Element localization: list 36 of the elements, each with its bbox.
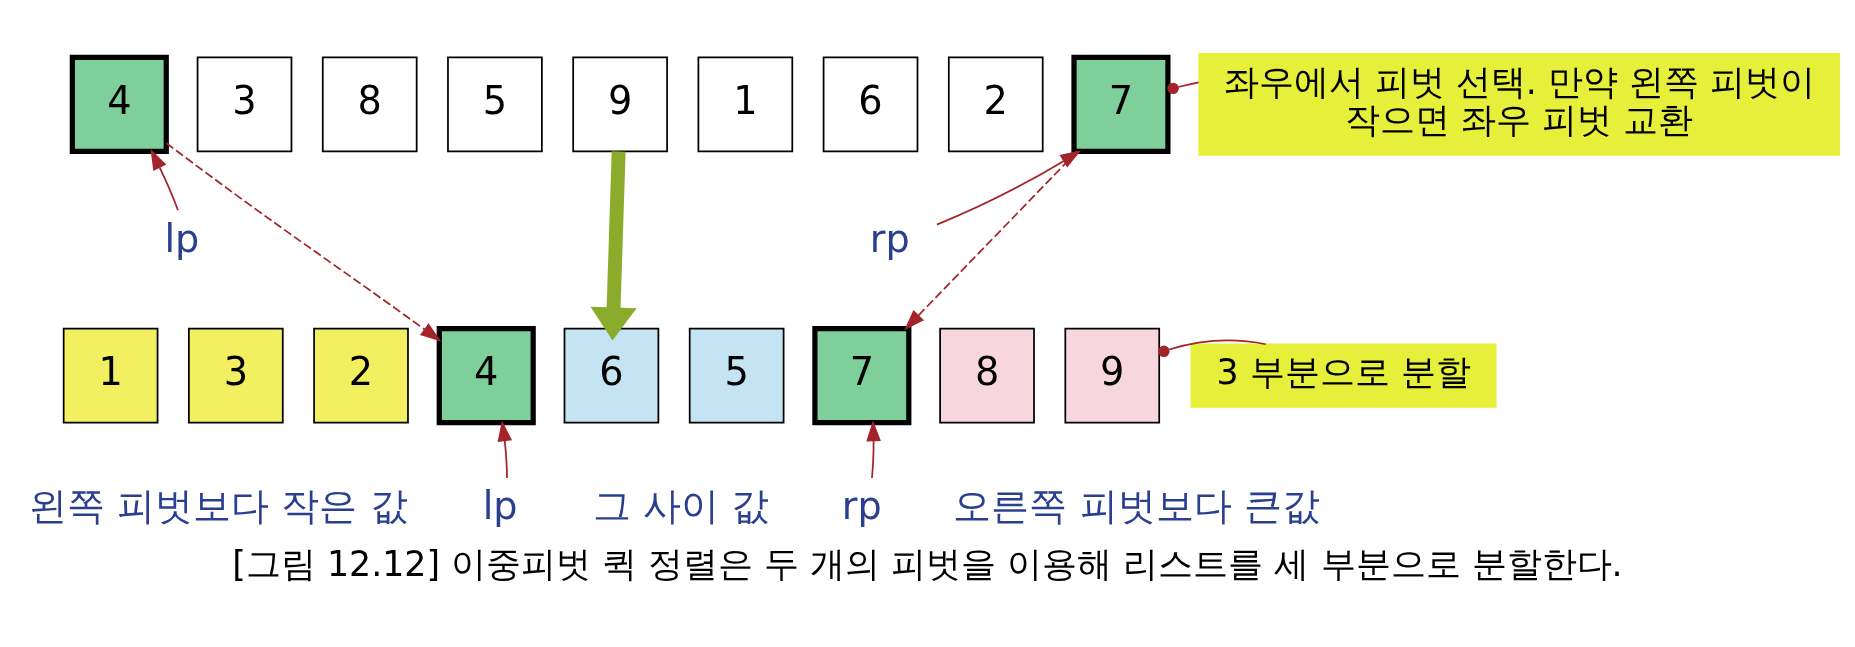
arrow bbox=[936, 150, 1082, 226]
node-box: 좌우에서 피벗 선택. 만약 왼쪽 피벗이 작으면 좌우 피벗 교환 bbox=[1198, 53, 1841, 156]
caption: [그림 12.12] 이중피벗 퀵 정렬은 두 개의 피벗을 이용해 리스트를 세 부분으로 분할한다. bbox=[232, 543, 1623, 584]
node-box: 4 bbox=[436, 326, 536, 426]
node-box: 7 bbox=[1071, 54, 1171, 154]
arrow bbox=[497, 420, 513, 479]
node-text: rp bbox=[869, 215, 910, 261]
node-box: 4 bbox=[69, 54, 169, 154]
label: 왼쪽 피벗보다 작은 값 bbox=[29, 483, 408, 529]
arrow bbox=[150, 149, 179, 212]
node-box: 6 bbox=[563, 327, 660, 424]
arrow bbox=[165, 142, 442, 342]
node-box: 3 부분으로 분할 bbox=[1190, 343, 1497, 408]
node-box: 2 bbox=[947, 56, 1044, 153]
connector bbox=[1167, 81, 1200, 95]
node-text: rp bbox=[841, 483, 882, 529]
node-text: lp bbox=[482, 483, 518, 529]
node-box: 5 bbox=[447, 56, 543, 153]
label: 오른쪽 피벗보다 큰값 bbox=[953, 483, 1320, 529]
node-box: 8 bbox=[321, 56, 418, 153]
node-box: 5 bbox=[688, 327, 785, 424]
node-box: 1 bbox=[697, 56, 794, 153]
node-box: 7 bbox=[812, 326, 912, 426]
node-box: 9 bbox=[572, 56, 668, 153]
node-box: 2 bbox=[313, 327, 409, 424]
arrow bbox=[590, 151, 637, 341]
node-box: 6 bbox=[822, 56, 919, 153]
node-box: 3 bbox=[196, 56, 293, 153]
node-box: 3 bbox=[188, 327, 284, 424]
node-text: lp bbox=[164, 215, 200, 261]
label: 그 사이 값 bbox=[592, 483, 770, 529]
node-box: 8 bbox=[939, 327, 1035, 424]
node-box: 9 bbox=[1064, 327, 1161, 424]
connector bbox=[1158, 339, 1267, 358]
arrow bbox=[866, 420, 881, 479]
node-box: 1 bbox=[62, 327, 159, 424]
